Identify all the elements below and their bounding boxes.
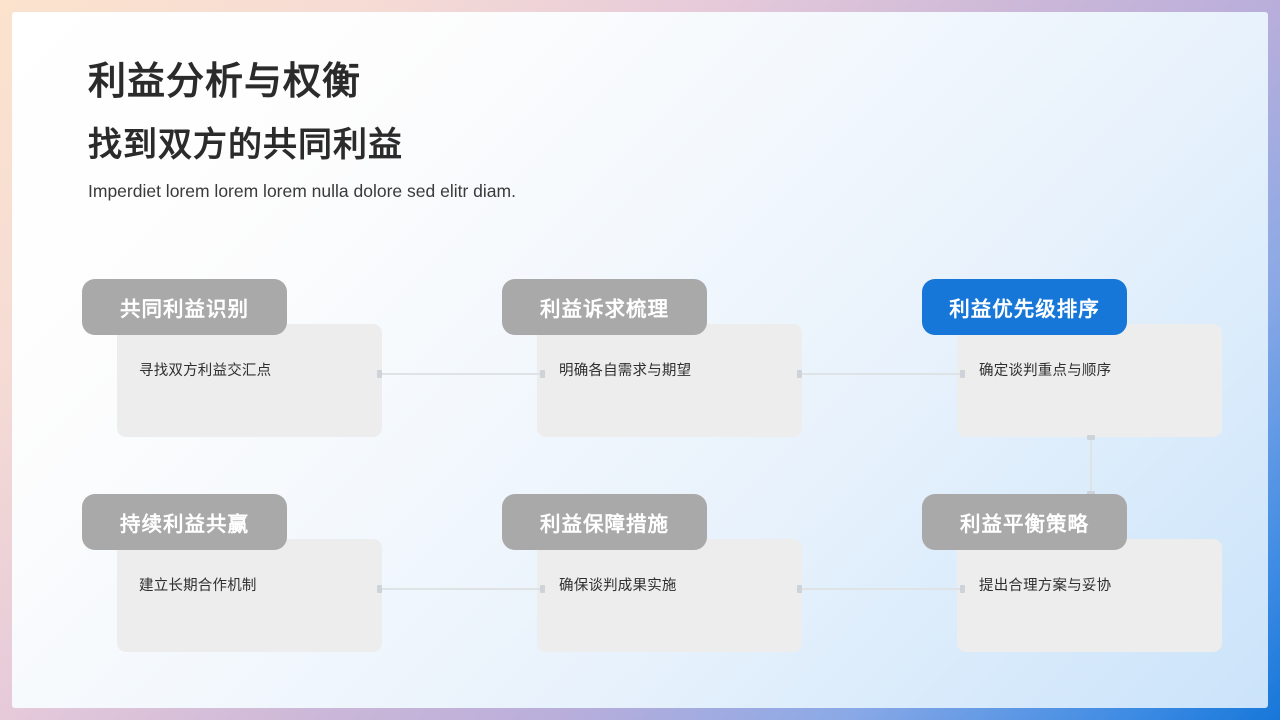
page-subtitle: 找到双方的共同利益 (88, 125, 403, 164)
connector-row1-col2-col3 (797, 370, 965, 378)
node-badge-active[interactable]: 利益优先级排序 (922, 279, 1127, 335)
process-node[interactable]: 确保谈判成果实施 利益保障措施 (502, 494, 802, 664)
connector-row2-col3-col2 (797, 585, 965, 593)
process-node[interactable]: 寻找双方利益交汇点 共同利益识别 (82, 279, 382, 449)
node-body: 寻找双方利益交汇点 (117, 324, 382, 437)
node-badge[interactable]: 利益平衡策略 (922, 494, 1127, 550)
node-description: 寻找双方利益交汇点 (139, 363, 272, 379)
node-body: 明确各自需求与期望 (537, 324, 802, 437)
node-badge[interactable]: 利益诉求梳理 (502, 279, 707, 335)
connector-col3-row1-row2 (1087, 435, 1095, 496)
node-body: 确定谈判重点与顺序 (957, 324, 1222, 437)
process-node-active[interactable]: 确定谈判重点与顺序 利益优先级排序 (922, 279, 1222, 449)
process-node[interactable]: 明确各自需求与期望 利益诉求梳理 (502, 279, 802, 449)
connector-row1-col1-col2 (377, 370, 545, 378)
slide-header: 利益分析与权衡 找到双方的共同利益 Imperdiet lorem lorem … (88, 60, 948, 202)
node-badge[interactable]: 共同利益识别 (82, 279, 287, 335)
process-diagram: 寻找双方利益交汇点 共同利益识别 明确各自需求与期望 利益诉求梳理 确定谈判重点… (12, 12, 1268, 708)
connector-row2-col2-col1 (377, 585, 545, 593)
node-description: 提出合理方案与妥协 (979, 578, 1112, 594)
node-description: 确保谈判成果实施 (559, 578, 677, 594)
process-node[interactable]: 建立长期合作机制 持续利益共赢 (82, 494, 382, 664)
node-description: 明确各自需求与期望 (559, 363, 692, 379)
node-badge[interactable]: 持续利益共赢 (82, 494, 287, 550)
node-badge[interactable]: 利益保障措施 (502, 494, 707, 550)
page-lede: Imperdiet lorem lorem lorem nulla dolore… (88, 180, 516, 201)
page-title: 利益分析与权衡 (88, 61, 362, 103)
node-body: 建立长期合作机制 (117, 539, 382, 652)
node-description: 建立长期合作机制 (139, 578, 257, 594)
node-description: 确定谈判重点与顺序 (979, 363, 1112, 379)
node-body: 提出合理方案与妥协 (957, 539, 1222, 652)
node-body: 确保谈判成果实施 (537, 539, 802, 652)
process-node[interactable]: 提出合理方案与妥协 利益平衡策略 (922, 494, 1222, 664)
slide-panel: 利益分析与权衡 找到双方的共同利益 Imperdiet lorem lorem … (12, 12, 1268, 708)
